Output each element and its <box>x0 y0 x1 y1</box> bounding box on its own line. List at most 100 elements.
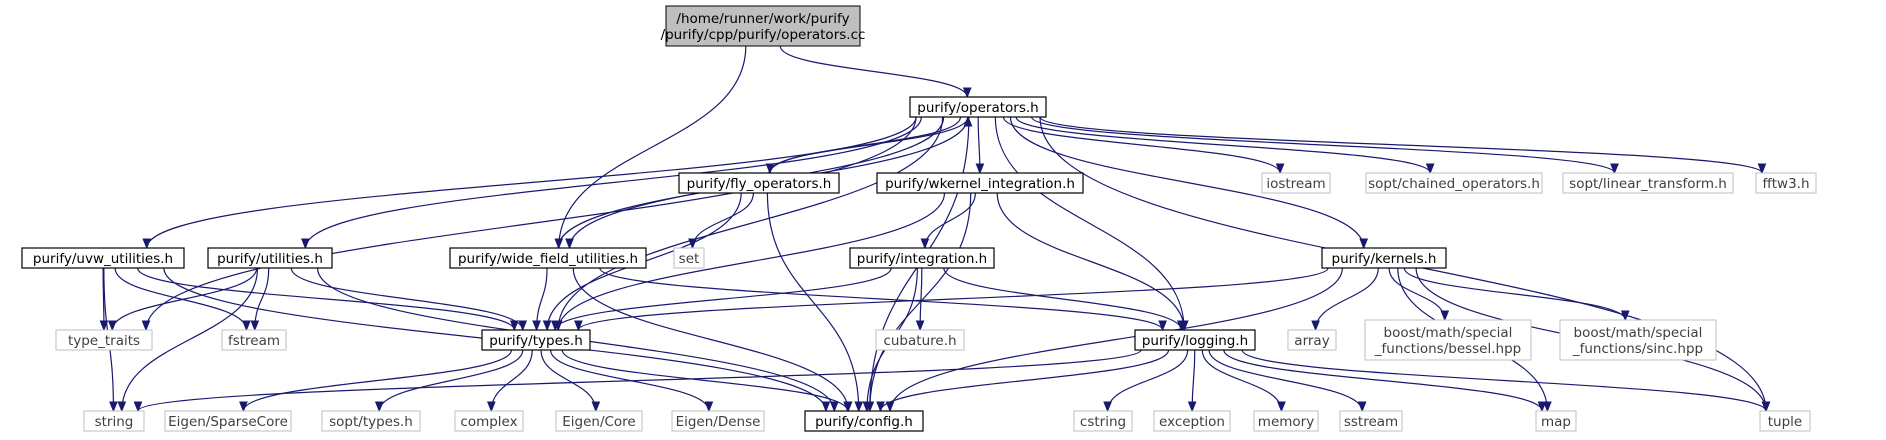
arrowhead-utilities_h-to-string <box>117 401 127 413</box>
node-label: tuple <box>1768 414 1802 430</box>
arrowhead-types_h-to-eigen_core <box>591 401 601 413</box>
node-kernels-h[interactable]: purify/kernels.h <box>1321 247 1447 269</box>
arrowhead-kernels_h-to-types_h <box>574 320 583 332</box>
edge-operators_h-to-iostream <box>1002 116 1281 174</box>
node-box <box>678 172 840 194</box>
node-types-h[interactable]: purify/types.h <box>481 329 591 351</box>
node-config-h[interactable]: purify/config.h <box>804 410 924 432</box>
node-sstream: sstream <box>1339 410 1403 432</box>
node-tuple: tuple <box>1759 410 1811 432</box>
node-root[interactable]: /home/runner/work/purify/purify/cpp/puri… <box>661 5 866 47</box>
edge-logging_h-to-tuple <box>1241 349 1767 412</box>
edge-logging_h-to-cstring <box>1107 349 1189 412</box>
node-box <box>1364 319 1532 361</box>
arrowhead-wide_field_utilities_h-to-logging_h <box>1158 320 1167 332</box>
arrowhead-logging_h-to-exception <box>1187 401 1197 413</box>
node-cubature-h: cubature.h <box>875 329 965 351</box>
node-map: map <box>1535 410 1577 432</box>
node-label: purify/config.h <box>815 414 913 430</box>
edge-types_h-to-eigen_core <box>540 349 597 412</box>
node-box <box>1562 172 1734 194</box>
node-box <box>909 96 1047 118</box>
arrowhead-utilities_h-to-fstream <box>250 320 260 332</box>
edge-operators_h-to-sopt_chained_operators_h <box>1015 116 1431 174</box>
node-box <box>1339 410 1403 432</box>
node-box <box>665 5 861 47</box>
edge-types_h-to-complex <box>490 349 533 412</box>
node-box <box>83 410 145 432</box>
node-array: array <box>1287 329 1337 351</box>
edge-operators_h-to-types_h <box>557 116 944 331</box>
node-box <box>1535 410 1577 432</box>
arrowhead-operators_h-to-fftw3_h <box>1757 163 1767 175</box>
edge-wkernel_integration_h-to-logging_h <box>996 192 1185 331</box>
node-label: fstream <box>228 333 280 349</box>
arrowhead-uvw_utilities_h-to-fstream <box>242 320 251 332</box>
node-exception: exception <box>1153 410 1231 432</box>
node-box <box>1365 172 1543 194</box>
node-label: purify/integration.h <box>857 251 988 267</box>
node-label: Eigen/Dense <box>676 414 761 430</box>
node-uvw-utilities-h[interactable]: purify/uvw_utilities.h <box>21 247 185 269</box>
node-label: Eigen/Core <box>562 414 636 430</box>
edge-logging_h-to-config_h <box>879 349 1170 412</box>
edge-uvw_utilities_h-to-types_h <box>137 267 515 331</box>
arrowhead-operators_h-to-sopt_chained_operators_h <box>1425 163 1435 175</box>
node-label: cstring <box>1080 414 1126 430</box>
arrowhead-kernels_h-to-array <box>1311 320 1320 332</box>
edge-wide_field_utilities_h-to-config_h <box>572 267 849 412</box>
node-label: purify/logging.h <box>1142 333 1248 349</box>
edge-operators_h-to-utilities_h <box>304 116 922 249</box>
node-label: sopt/linear_transform.h <box>1569 176 1727 192</box>
node-box <box>1759 410 1811 432</box>
node-wide-field-utilities-h[interactable]: purify/wide_field_utilities.h <box>449 247 647 269</box>
node-label: boost/math/special <box>1384 325 1513 341</box>
node-integration-h[interactable]: purify/integration.h <box>849 247 995 269</box>
edge-integration_h-to-types_h <box>554 267 892 331</box>
node-box <box>207 247 333 269</box>
arrowhead-integration_h-to-types_h <box>550 320 560 332</box>
node-fly-operators-h[interactable]: purify/fly_operators.h <box>678 172 840 194</box>
node-label: memory <box>1258 414 1314 430</box>
node-box <box>1073 410 1133 432</box>
arrowhead-root-to-operators_h <box>962 87 972 99</box>
arrowhead-operators_h-to-uvw_utilities_h <box>142 238 152 250</box>
node-box <box>849 247 995 269</box>
arrowhead-utilities_h-to-type_traits <box>107 320 117 332</box>
node-box <box>1261 172 1331 194</box>
node-label: fftw3.h <box>1762 176 1809 192</box>
node-label: _functions/bessel.hpp <box>1374 341 1521 357</box>
node-box <box>876 172 1084 194</box>
arrowhead-uvw_utilities_h-to-type_traits <box>99 320 109 332</box>
edge-utilities_h-to-string <box>121 267 259 412</box>
node-wkernel-integration-h[interactable]: purify/wkernel_integration.h <box>876 172 1084 194</box>
node-utilities-h[interactable]: purify/utilities.h <box>207 247 333 269</box>
edge-operators_h-to-uvw_utilities_h <box>146 116 917 249</box>
edge-root-to-wide_field_utilities_h <box>558 45 747 249</box>
arrowhead-integration_h-to-cubature_h <box>915 320 925 332</box>
arrowhead-logging_h-to-config_h <box>876 401 885 413</box>
node-label: purify/utilities.h <box>217 251 323 267</box>
arrowhead-types_h-to-sopt_types_h <box>374 401 384 413</box>
arrowhead-logging_h-to-string <box>133 401 143 413</box>
arrowhead-operators_h-to-utilities_h <box>301 238 310 250</box>
node-label: string <box>95 414 134 430</box>
node-eigen-core: Eigen/Core <box>555 410 643 432</box>
node-label: _functions/sinc.hpp <box>1572 341 1703 357</box>
node-operators-h[interactable]: purify/operators.h <box>909 96 1047 118</box>
arrowhead-operators_h-to-wide_field_utilities_h <box>565 238 574 250</box>
edge-logging_h-to-map <box>1223 349 1543 412</box>
node-box <box>1134 329 1256 351</box>
edge-kernels_h-to-config_h <box>889 267 1343 412</box>
node-label: iostream <box>1266 176 1325 192</box>
node-label: sopt/chained_operators.h <box>1368 176 1540 192</box>
arrowhead-operators_h-to-wkernel_integration_h <box>975 163 985 175</box>
node-box <box>55 329 153 351</box>
arrowhead-types_h-to-eigen_dense <box>704 401 714 413</box>
edge-root-to-operators_h <box>779 45 968 98</box>
node-label: /purify/cpp/purify/operators.cc <box>661 27 866 43</box>
arrowhead-logging_h-to-tuple <box>1761 401 1771 413</box>
node-label: type_traits <box>68 333 140 349</box>
node-logging-h[interactable]: purify/logging.h <box>1134 329 1256 351</box>
node-sopt-chained-operators-h: sopt/chained_operators.h <box>1365 172 1543 194</box>
